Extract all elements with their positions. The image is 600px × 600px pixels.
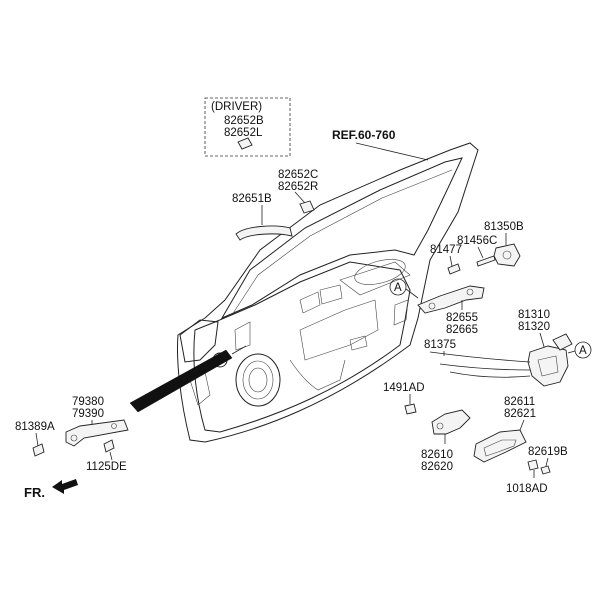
label-81389a: 81389A (15, 421, 55, 433)
label-79380: 79380 (72, 396, 104, 408)
label-82611: 82611 (504, 396, 535, 408)
inside-handle-part (473, 429, 527, 463)
door-checker-part (65, 419, 129, 447)
label-79390: 79390 (72, 408, 104, 420)
label-82651b: 82651B (232, 193, 272, 205)
label-1491ad: 1491AD (383, 382, 425, 394)
label-81375: 81375 (424, 339, 456, 351)
label-82621: 82621 (504, 408, 536, 420)
driver-part-82652l: 82652L (224, 127, 263, 139)
label-1125de: 1125DE (86, 461, 127, 473)
label-81350b: 81350B (484, 221, 524, 233)
lock-cylinder-part (493, 243, 521, 267)
label-82610: 82610 (421, 449, 453, 461)
front-direction-label: FR. (24, 485, 45, 500)
handle-frame-part (417, 285, 485, 314)
clip-1491ad (404, 403, 417, 415)
label-1018ad: 1018AD (506, 483, 548, 495)
driver-part-82652b: 82652B (224, 115, 264, 127)
ref-label: REF.60-760 (332, 128, 396, 142)
handle-cover-part (299, 200, 315, 214)
callout-a-2: A (579, 345, 587, 357)
bolt-1125de (103, 439, 115, 453)
callout-a-circle-2 (574, 341, 592, 359)
label-81320: 81320 (518, 321, 550, 333)
outside-handle-part (235, 225, 293, 241)
front-direction-arrow (52, 479, 78, 494)
label-82652r: 82652R (278, 181, 318, 193)
door-latch-part (527, 345, 569, 387)
callout-a-circle-1 (389, 278, 407, 296)
label-82655: 82655 (446, 312, 478, 324)
label-81456c: 81456C (457, 235, 497, 247)
driver-box-title: (DRIVER) (211, 101, 262, 113)
door-assembly (177, 142, 479, 443)
label-81310: 81310 (518, 309, 550, 321)
cap-82619b (540, 465, 551, 475)
label-82619b: 82619B (528, 446, 568, 458)
label-82652c: 82652C (278, 169, 318, 181)
inside-handle-bracket (431, 409, 471, 435)
check-strap-band (129, 349, 233, 413)
screw-1018ad (527, 459, 539, 471)
driver-box: (DRIVER) 82652B 82652L (204, 97, 291, 157)
label-82665: 82665 (446, 324, 478, 336)
callout-a-1: A (394, 282, 402, 294)
label-82620: 82620 (421, 461, 453, 473)
label-81477: 81477 (430, 244, 462, 256)
bolt-81389a (32, 443, 45, 457)
